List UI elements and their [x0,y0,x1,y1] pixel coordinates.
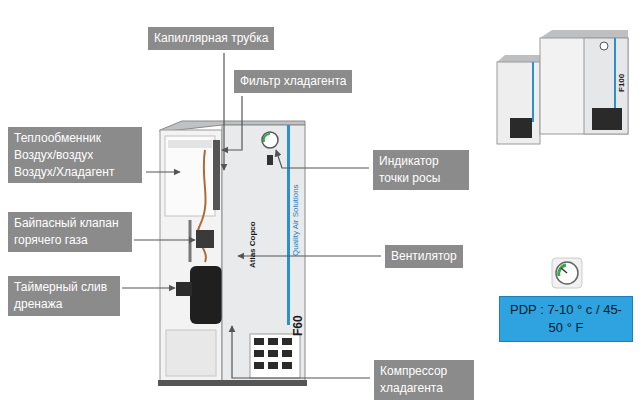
heat-exchanger [165,136,215,216]
callout-box: Байпасный клапан горячего газа [8,212,132,252]
callout-text: Теплообменник Воздух/воздух Воздух/Хлада… [14,130,136,180]
device-marking: F60 [292,315,304,336]
grille-slot [254,362,264,369]
base-compartment [166,330,216,376]
base-plate [158,380,307,386]
housing-cutaway [160,130,222,382]
refrigerant-compressor [190,266,222,324]
gauge-green-zone [264,134,270,142]
callout-box: Вентилятор [385,245,463,268]
small-unit-top [497,55,540,62]
large-unit-side [540,38,628,134]
power-switch [267,155,273,165]
callout-box: Фильтр хладагента [234,70,352,93]
leader-line [276,150,369,168]
grille-slot [268,362,278,369]
dewpoint-gauge [262,132,278,148]
callout-box: Теплообменник Воздух/воздух Воздух/Хлада… [8,127,142,183]
front-panel [222,125,305,382]
gauge-needle [561,268,567,273]
callout-text: PDP : 7-10 ° c / 45-50 ° F [508,301,624,337]
callout-box: Компрессор хладагента [374,360,474,400]
callout-text: Байпасный клапан горячего газа [14,215,126,249]
gauge-green-zone [559,265,566,276]
leader-line [222,96,242,150]
large-unit-front [584,38,628,134]
grille-slot [268,338,278,345]
small-unit [497,62,540,144]
leader-line [146,171,180,172]
gauge-icon-frame [552,258,582,288]
drain-timer [176,282,192,296]
bypass-valve [196,230,214,248]
callout-box: Индикатор точки росы [373,150,469,190]
heat-exchanger-band [168,140,212,148]
callout-text: Вентилятор [391,248,457,265]
large-unit-top [540,30,628,38]
leader-line [122,287,175,288]
callout-box: Капиллярная трубка [148,27,274,50]
callout-text: Капиллярная трубка [154,30,268,47]
pipe [189,220,192,262]
grille-frame [250,334,300,378]
gauge-icon [556,262,578,284]
grille [592,108,622,130]
grille [510,118,532,138]
grille-slot [282,338,292,345]
grille-slot [254,350,264,357]
grille-slot [282,350,292,357]
grille-slot [282,362,292,369]
refrigerant-filter [213,140,220,210]
device-marking: F100 [618,74,626,92]
callout-text: Фильтр хладагента [240,73,346,90]
device-marking: Quality Air Solutions [292,184,300,256]
dewpoint-gauge [600,42,608,50]
leader-line [223,53,224,170]
callout-text: Компрессор хладагента [380,363,468,397]
leader-line [238,255,381,256]
callout-text: Индикатор точки росы [379,153,463,187]
leader-line [134,239,195,240]
grille-slot [254,338,264,345]
blue-stripe [287,125,290,325]
blue-stripe [614,38,616,108]
pdp-badge: PDP : 7-10 ° c / 45-50 ° F [499,296,633,342]
grille-slot [268,350,278,357]
callout-box: Таймерный слив дренажа [8,276,120,316]
blue-stripe [532,62,534,122]
device-marking: Atlas Copco [249,221,257,268]
callout-text: Таймерный слив дренажа [14,279,114,313]
